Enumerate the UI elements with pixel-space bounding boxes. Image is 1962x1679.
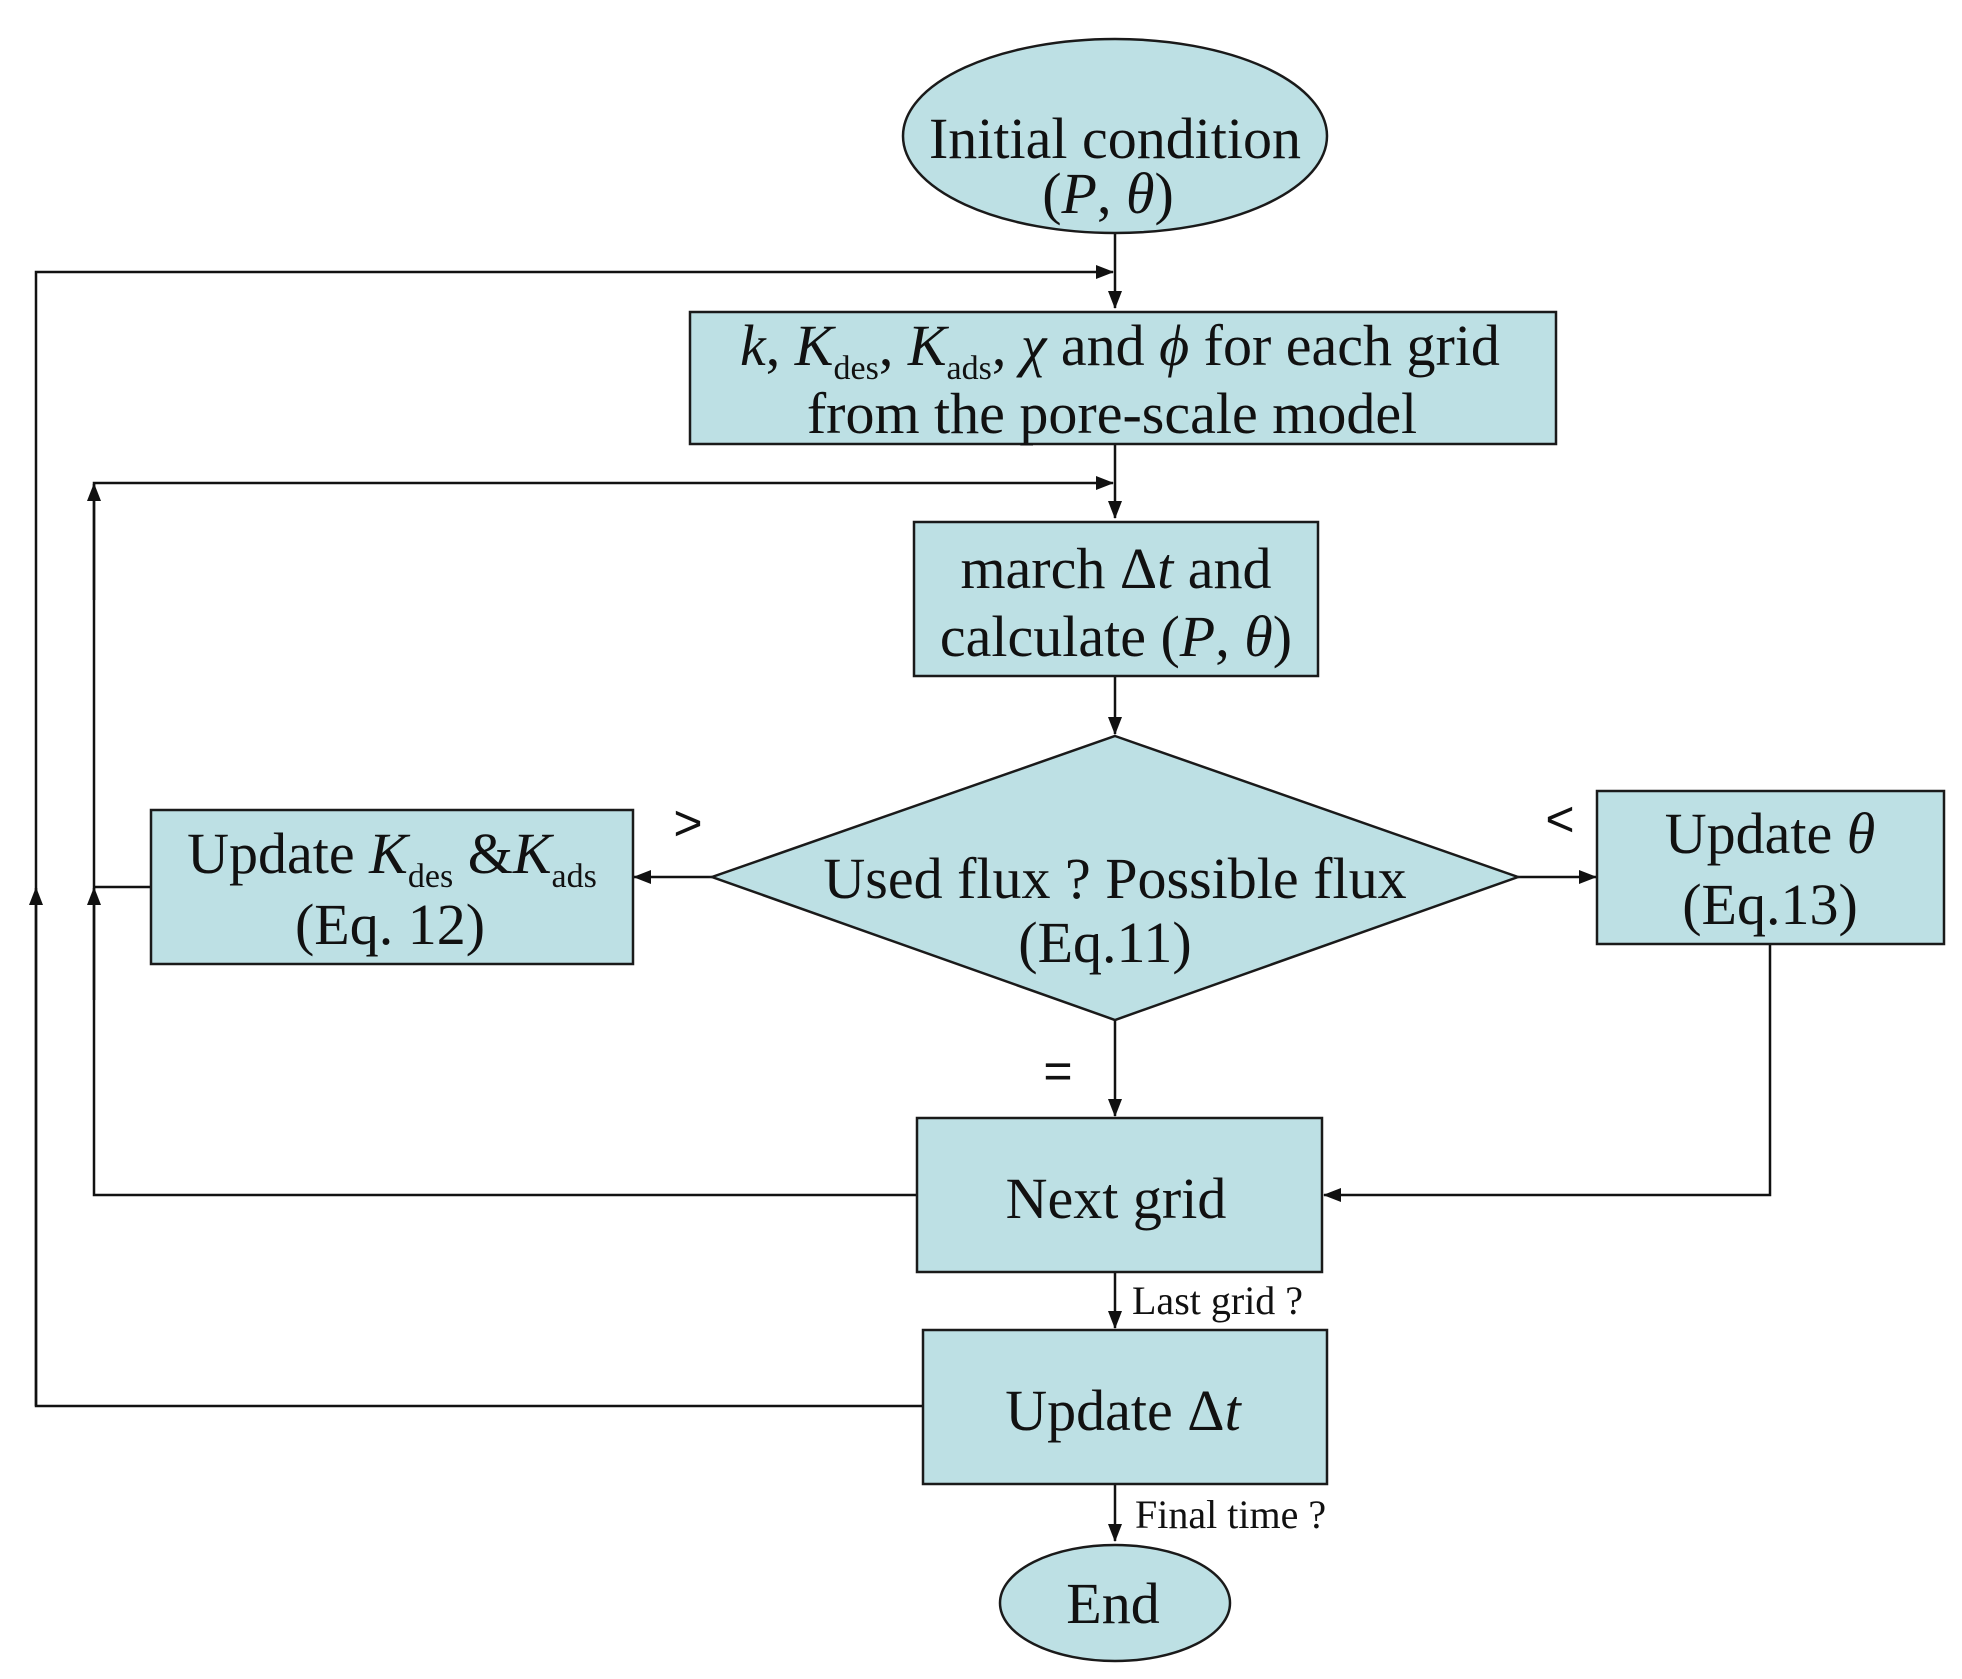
next-grid-label: Next grid	[1006, 1166, 1227, 1231]
node-update-dt: Update Δt	[921, 1328, 1329, 1486]
node-next-grid: Next grid	[915, 1116, 1324, 1274]
edge-label-last-grid: Last grid ?	[1132, 1278, 1303, 1323]
decision-line2: (Eq.11)	[1018, 910, 1191, 975]
update-k-line2: (Eq. 12)	[295, 892, 485, 957]
node-march: march Δt and calculate (P, θ)	[912, 520, 1320, 678]
node-update-theta: Update θ (Eq.13)	[1595, 789, 1946, 946]
edge-next-grid-loop	[92, 476, 1114, 1197]
update-theta-line2: (Eq.13)	[1682, 872, 1858, 937]
march-line1: march Δt and	[960, 536, 1271, 601]
params-line1: k, Kdes, Kads, χ and ϕ for each grid	[740, 313, 1500, 387]
edge-label-final-time: Final time ?	[1135, 1492, 1326, 1537]
update-dt-label: Update Δt	[1005, 1378, 1242, 1443]
edge-label-equal: =	[1043, 1043, 1072, 1099]
node-flux-decision: Used flux ? Possible flux (Eq.11)	[708, 734, 1522, 1022]
edge-label-greater: >	[673, 795, 702, 851]
node-update-k: Update Kdes &Kads (Eq. 12)	[149, 808, 635, 966]
initial-line1: Initial condition	[929, 106, 1301, 171]
decision-line1: Used flux ? Possible flux	[823, 846, 1406, 911]
node-end: End	[998, 1543, 1232, 1663]
end-label: End	[1066, 1571, 1159, 1636]
update-theta-line1: Update θ	[1665, 801, 1876, 866]
edge-update-dt-loop	[34, 265, 1114, 1408]
initial-line2: (P, θ)	[1042, 161, 1174, 226]
edge-label-less: <	[1545, 791, 1574, 847]
params-line2: from the pore-scale model	[807, 381, 1417, 446]
edge-update-theta-to-next-grid	[1323, 944, 1772, 1202]
update-k-line1: Update Kdes &Kads	[187, 821, 597, 895]
march-line2: calculate (P, θ)	[940, 604, 1292, 669]
node-pore-scale-params: k, Kdes, Kads, χ and ϕ for each grid fro…	[688, 310, 1558, 446]
node-initial-condition: Initial condition (P, θ)	[901, 37, 1329, 235]
